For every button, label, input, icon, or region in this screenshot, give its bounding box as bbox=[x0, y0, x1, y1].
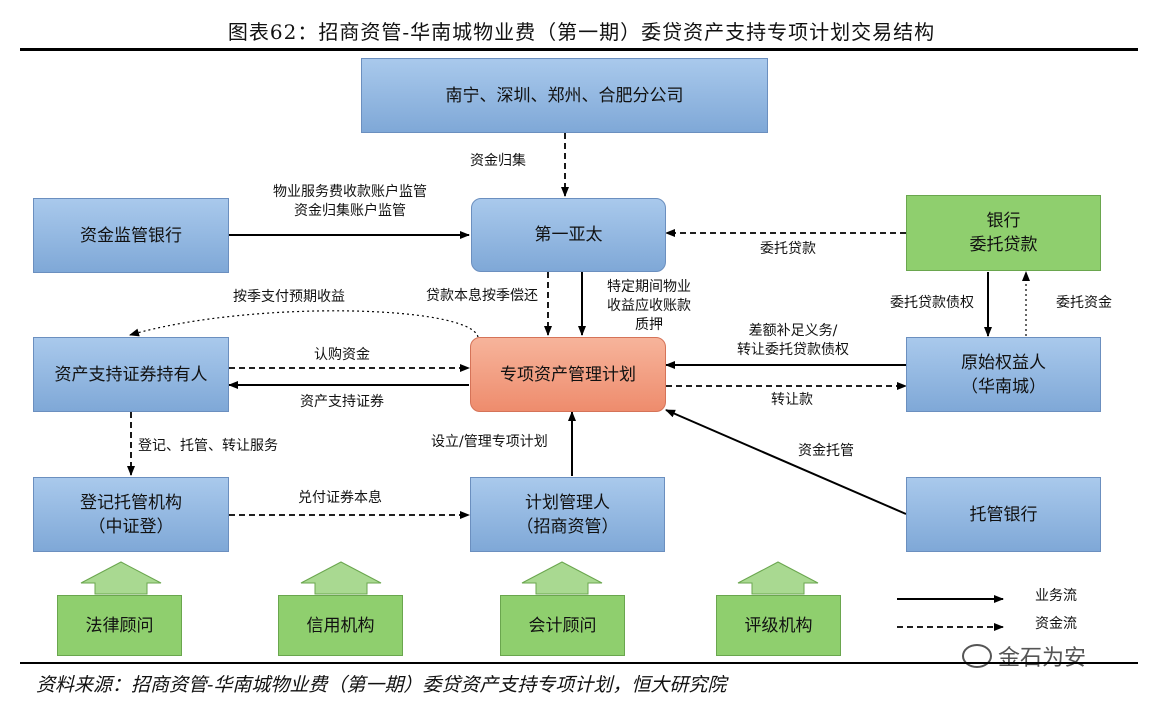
node-branches: 南宁、深圳、郑州、合肥分公司 bbox=[361, 58, 768, 133]
label-custody: 资金托管 bbox=[798, 443, 854, 459]
node-holders: 资产支持证券持有人 bbox=[33, 337, 229, 412]
label-obligation: 差额补足义务/ 转让委托贷款债权 bbox=[728, 322, 858, 360]
node-originator-line1: 原始权益人 bbox=[961, 352, 1046, 373]
node-special-plan: 专项资产管理计划 bbox=[470, 337, 666, 412]
node-originator: 原始权益人 （华南城） bbox=[906, 337, 1101, 412]
label-pledge-line2: 收益应收账款 bbox=[607, 298, 691, 314]
figure-title: 图表62：招商资管-华南城物业费（第一期）委贷资产支持专项计划交易结构 bbox=[227, 20, 936, 44]
up-arrow-legal bbox=[80, 561, 162, 595]
figure-source: 资料来源：招商资管-华南城物业费（第一期）委贷资产支持专项计划，恒大研究院 bbox=[36, 674, 727, 696]
node-registry-line2: （中证登） bbox=[88, 516, 174, 537]
watermark: 金石为安 bbox=[962, 640, 1086, 672]
node-bank-entrusted-loan: 银行 委托贷款 bbox=[906, 195, 1101, 271]
node-custodian-bank: 托管银行 bbox=[906, 477, 1101, 552]
node-plan-manager: 计划管理人 （招商资管） bbox=[470, 477, 665, 552]
label-securities: 资产支持证券 bbox=[300, 394, 384, 410]
source-rule bbox=[20, 662, 1138, 664]
up-arrow-accounting bbox=[521, 561, 603, 595]
label-setup: 设立/管理专项计划 bbox=[431, 434, 548, 450]
node-plan-manager-line2: （招商资管） bbox=[516, 516, 619, 537]
node-plan-manager-line1: 计划管理人 bbox=[525, 492, 610, 513]
legend-funds-flow: 资金流 bbox=[1035, 616, 1077, 632]
node-registry-line1: 登记托管机构 bbox=[80, 492, 182, 513]
label-subscription: 认购资金 bbox=[314, 347, 370, 363]
label-entrusted-loan: 委托贷款 bbox=[760, 241, 816, 257]
watermark-text: 金石为安 bbox=[998, 646, 1087, 671]
node-originator-line2: （华南城） bbox=[961, 376, 1046, 397]
title-rule bbox=[20, 48, 1138, 51]
up-arrow-rating bbox=[737, 561, 819, 595]
label-fund-collection: 资金归集 bbox=[470, 153, 526, 169]
label-supervision: 物业服务费收款账户监管 资金归集账户监管 bbox=[256, 183, 444, 221]
node-bank-entrusted-loan-line2: 委托贷款 bbox=[969, 235, 1038, 255]
label-payout: 兑付证券本息 bbox=[298, 490, 382, 506]
node-first-asia: 第一亚太 bbox=[471, 198, 666, 272]
node-rating-agency: 评级机构 bbox=[716, 595, 841, 656]
label-pledge-line3: 质押 bbox=[635, 317, 663, 333]
label-quarterly-income: 按季支付预期收益 bbox=[233, 289, 345, 305]
wechat-icon bbox=[962, 644, 992, 668]
legend-business-flow: 业务流 bbox=[1035, 588, 1077, 604]
label-obligation-line2: 转让委托贷款债权 bbox=[737, 342, 849, 358]
label-registry-service: 登记、托管、转让服务 bbox=[138, 438, 278, 454]
label-pledge-line1: 特定期间物业 bbox=[607, 279, 691, 295]
label-obligation-line1: 差额补足义务/ bbox=[748, 323, 838, 339]
node-accounting-advisor: 会计顾问 bbox=[500, 595, 625, 656]
node-registry: 登记托管机构 （中证登） bbox=[33, 477, 229, 552]
node-bank-entrusted-loan-line1: 银行 bbox=[986, 211, 1021, 231]
arrow-custody bbox=[665, 409, 907, 515]
label-loan-claim: 委托贷款债权 bbox=[890, 295, 974, 311]
up-arrow-credit bbox=[300, 561, 382, 595]
node-supervisor-bank: 资金监管银行 bbox=[33, 198, 229, 273]
label-transfer-payment: 转让款 bbox=[771, 392, 813, 408]
arrow-quarterly-income bbox=[129, 310, 479, 338]
label-entrusted-funds: 委托资金 bbox=[1056, 295, 1112, 311]
label-supervision-line2: 资金归集账户监管 bbox=[294, 203, 406, 219]
label-supervision-line1: 物业服务费收款账户监管 bbox=[273, 184, 427, 200]
node-legal-advisor: 法律顾问 bbox=[57, 595, 182, 656]
label-pledge: 特定期间物业 收益应收账款 质押 bbox=[594, 278, 704, 335]
label-repay: 贷款本息按季偿还 bbox=[426, 288, 538, 304]
node-credit-agency: 信用机构 bbox=[278, 595, 403, 656]
